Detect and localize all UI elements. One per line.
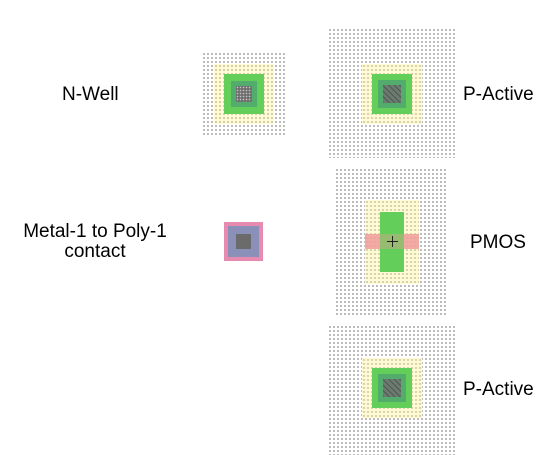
origin-cross-icon [387, 236, 398, 247]
contact-cut [236, 86, 252, 102]
p-active-label-bottom: P-Active [463, 379, 534, 400]
pmos-label: PMOS [470, 232, 526, 253]
nwell-label: N-Well [62, 84, 119, 105]
metal1-poly1-contact-icon [224, 222, 263, 261]
p-active-layout-icon-top [328, 28, 455, 158]
contact-cut [236, 234, 251, 249]
metal-poly-contact-label: Metal-1 to Poly-1 contact [10, 222, 180, 262]
contact-cut [383, 379, 401, 397]
nwell-layout-icon [202, 52, 286, 136]
contact-cut [383, 85, 401, 103]
pmos-layout-icon [335, 168, 448, 316]
nwell-region [328, 28, 455, 158]
p-active-layout-icon-bottom [328, 325, 455, 455]
p-active-label-top: P-Active [463, 84, 534, 105]
metal-poly-contact-label-line2: contact [64, 241, 126, 262]
metal-poly-contact-label-line1: Metal-1 to Poly-1 [23, 221, 167, 242]
